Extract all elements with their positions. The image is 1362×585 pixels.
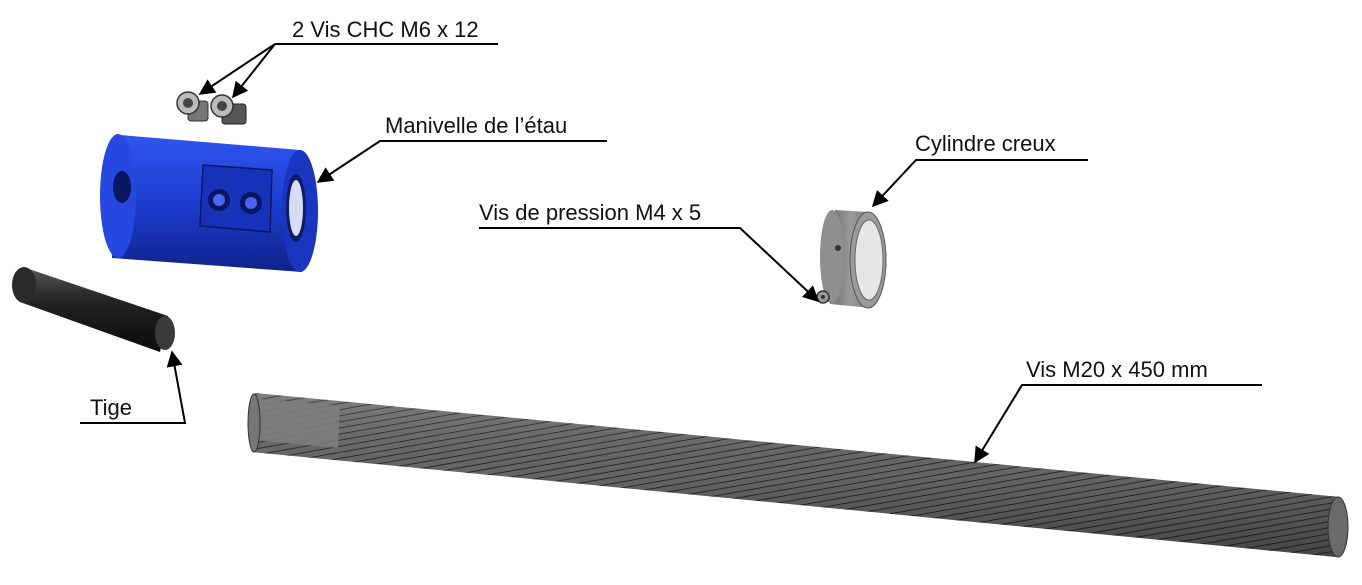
label-threaded-screw: Vis M20 x 450 mm	[1026, 357, 1208, 382]
label-rod: Tige	[90, 395, 132, 420]
label-chc-screws: 2 Vis CHC M6 x 12	[292, 17, 479, 42]
threaded-screw	[247, 393, 1349, 558]
chc-screws	[176, 91, 247, 125]
label-crank: Manivelle de l’étau	[385, 113, 568, 138]
leader-lines	[80, 43, 1262, 464]
label-set-screw: Vis de pression M4 x 5	[479, 200, 702, 225]
hollow-cylinder	[820, 210, 887, 309]
rod	[12, 267, 175, 352]
label-hollow-cylinder: Cylindre creux	[915, 131, 1056, 156]
set-screw	[816, 290, 830, 304]
crank-body	[100, 134, 318, 272]
